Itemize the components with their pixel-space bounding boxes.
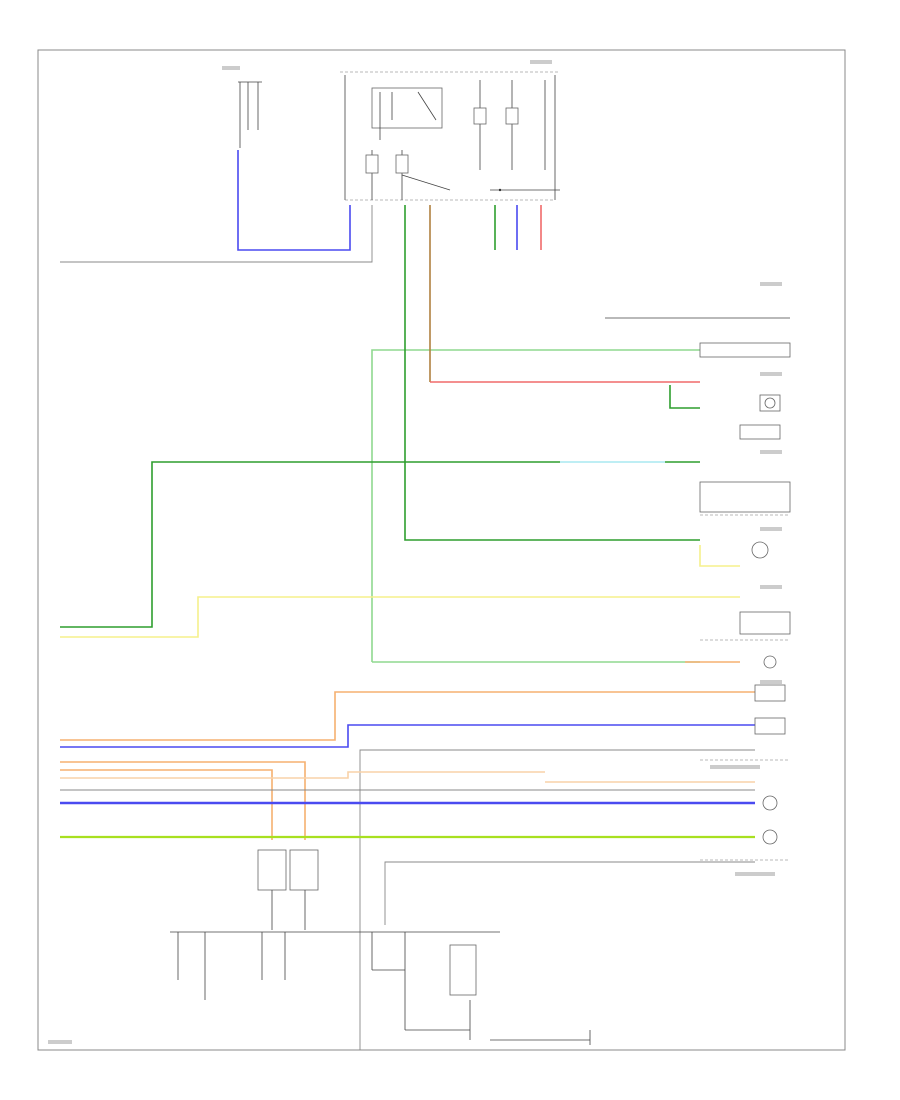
- wire-grey-3: [384, 861, 755, 925]
- top-left-component: [238, 81, 262, 148]
- label-marks: [48, 60, 782, 1044]
- wire-grey-1: [359, 749, 755, 1050]
- wire-orange-1: [60, 691, 755, 741]
- wire-runs: [60, 150, 755, 1050]
- wire-green-run: [404, 262, 700, 541]
- wire-orange-2: [60, 761, 306, 840]
- wire-yellow-short: [699, 545, 740, 567]
- wire-light-green-1: [371, 349, 700, 662]
- wire-blue-1: [60, 724, 755, 748]
- bottom-modules: [170, 849, 591, 1045]
- right-components: [605, 317, 791, 861]
- wire-yellow: [60, 596, 740, 638]
- wire-blue-top: [237, 150, 351, 251]
- wire-green-short: [669, 385, 700, 409]
- wire-light-orange-1: [60, 771, 545, 779]
- diagram-frame: [37, 49, 846, 1051]
- wire-green-left: [60, 461, 560, 628]
- wire-grey-top: [60, 205, 373, 263]
- wire-orange-3: [60, 769, 273, 840]
- fuse-relay-box: [340, 71, 560, 201]
